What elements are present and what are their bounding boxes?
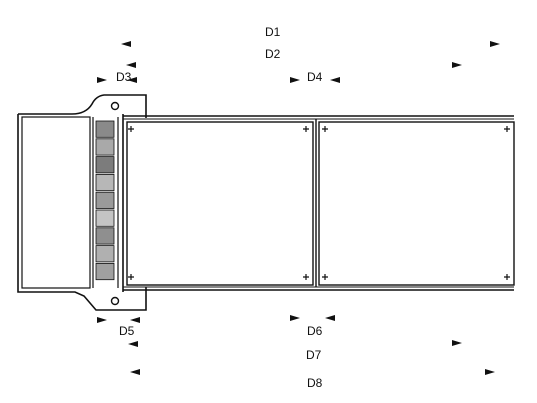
housing-inner-chamber	[21, 116, 91, 289]
fastener-lp-tr	[303, 126, 309, 132]
cell-1	[95, 120, 115, 138]
fastener-rp-bl	[322, 274, 328, 280]
cell-9	[95, 262, 115, 281]
cell-7	[95, 227, 115, 245]
arrow-d6-left	[290, 315, 300, 321]
dimension-arrows-bottom	[97, 315, 495, 375]
arrow-d2-right	[452, 62, 462, 68]
label-d5: D5	[119, 324, 135, 338]
label-d3: D3	[116, 70, 132, 84]
corner-fasteners	[128, 126, 510, 280]
cell-8	[95, 245, 115, 263]
arrow-d3-right	[127, 77, 137, 83]
cell-3	[95, 156, 115, 174]
left-housing	[17, 94, 147, 311]
label-d4: D4	[307, 70, 323, 84]
arrow-d8-right	[485, 369, 495, 375]
arrow-d3-left	[97, 77, 107, 83]
arrow-d4-right	[330, 77, 340, 83]
fastener-rp-tl	[322, 126, 328, 132]
label-d1: D1	[265, 25, 281, 39]
housing-outline	[17, 94, 147, 311]
fastener-rp-br	[504, 274, 510, 280]
fastener-lp-bl	[128, 274, 134, 280]
arrow-d7-left	[128, 341, 138, 347]
label-d2: D2	[265, 47, 281, 61]
fastener-lp-tl	[128, 126, 134, 132]
cell-5	[95, 191, 115, 209]
panel-assembly	[123, 115, 515, 291]
arrow-d4-left	[290, 77, 300, 83]
arrow-d6-right	[325, 315, 335, 321]
top-mounting-hole	[110, 101, 120, 111]
fastener-rp-tr	[504, 126, 510, 132]
label-d6: D6	[307, 324, 323, 338]
arrow-d7-right	[452, 340, 462, 346]
left-panel	[126, 121, 314, 286]
arrow-d1-left	[121, 41, 131, 47]
cell-4	[95, 173, 115, 192]
fastener-lp-br	[303, 274, 309, 280]
arrow-d5-right	[130, 317, 140, 323]
label-d7: D7	[306, 348, 322, 362]
arrow-d8-left	[130, 369, 140, 375]
arrow-d1-right	[490, 41, 500, 47]
label-d8: D8	[307, 376, 323, 390]
bottom-mounting-hole	[110, 296, 120, 306]
arrow-d5-left	[97, 317, 107, 323]
cell-6	[95, 209, 115, 227]
cell-2	[95, 138, 115, 156]
right-panel	[318, 121, 515, 286]
cell-column	[95, 120, 115, 281]
dimension-arrows-top	[97, 41, 500, 83]
arrow-d2-left	[126, 62, 136, 68]
